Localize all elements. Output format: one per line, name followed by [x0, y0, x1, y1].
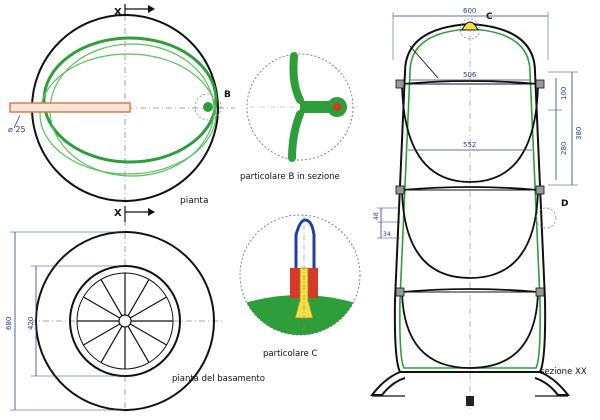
base-spoke — [100, 279, 123, 317]
section-caption: sezione XX — [540, 367, 587, 377]
inner-width-dim: 506 — [463, 71, 477, 79]
right-foot — [534, 371, 571, 396]
base-hub — [118, 314, 132, 328]
base-outer-dim: 680 — [5, 317, 13, 330]
ring-b-dim: 34 — [383, 231, 391, 238]
center-foot — [466, 396, 474, 406]
base-spoke — [83, 323, 121, 346]
bowl-depth-dim: 280 — [560, 142, 568, 155]
bowl-width-dim: 552 — [463, 141, 476, 149]
plan-caption: pianta — [180, 196, 208, 206]
axis-x-bottom-label: X — [114, 208, 122, 219]
section-arrow-icon — [148, 208, 155, 216]
section-bowls — [395, 79, 545, 369]
tier-height-dim: 380 — [575, 127, 583, 140]
base-spokes — [77, 273, 173, 369]
shelf-bowl — [401, 80, 539, 183]
shelf-bowl — [401, 288, 539, 369]
left-foot — [369, 371, 406, 396]
base-spoke — [127, 279, 150, 317]
detail-b-marker: B — [224, 90, 231, 100]
pipe-section-red — [333, 103, 341, 111]
pipe — [9, 102, 131, 113]
joint-b — [203, 102, 213, 112]
detail-b: particolare B in sezione — [240, 52, 360, 182]
base-plan-view: 680 420 pianta del basamento X — [5, 206, 265, 412]
leader-line — [409, 45, 439, 79]
pipe-diameter-label: ⌀ 25 — [8, 125, 26, 134]
section-arrow-icon — [148, 5, 155, 13]
section-xx: C D 600 506 552 100 380 280 48 34 sezion… — [369, 7, 587, 410]
axis-x-top-label: X — [114, 7, 122, 18]
shelf-bowl — [401, 186, 539, 279]
ring-a-dim: 48 — [373, 212, 380, 220]
shelf-clamp — [395, 287, 405, 297]
base-spoke — [100, 325, 123, 363]
shelf-clamp — [535, 185, 545, 195]
detail-d-marker: D — [561, 199, 568, 209]
base-spoke — [129, 296, 167, 319]
detail-b-caption: particolare B in sezione — [240, 172, 340, 182]
shelf-clamp — [395, 79, 405, 89]
shelf-clamp — [535, 287, 545, 297]
detail-c-marker: C — [486, 12, 493, 22]
base-spoke — [129, 323, 167, 346]
base-spoke — [83, 296, 121, 319]
overall-width-dim: 600 — [463, 7, 476, 15]
base-spoke — [127, 325, 150, 363]
top-cap — [461, 21, 479, 31]
base-plan-caption: pianta del basamento — [172, 374, 265, 384]
top-gap-dim: 100 — [560, 87, 568, 100]
shelf-clamp — [535, 79, 545, 89]
plan-view: ⌀ 25 B pianta X — [8, 4, 235, 206]
detail-c-caption: particolare C — [263, 349, 317, 359]
detail-c: particolare C — [239, 214, 361, 359]
shelf-clamp — [395, 185, 405, 195]
base-inner-dim: 420 — [27, 317, 35, 330]
